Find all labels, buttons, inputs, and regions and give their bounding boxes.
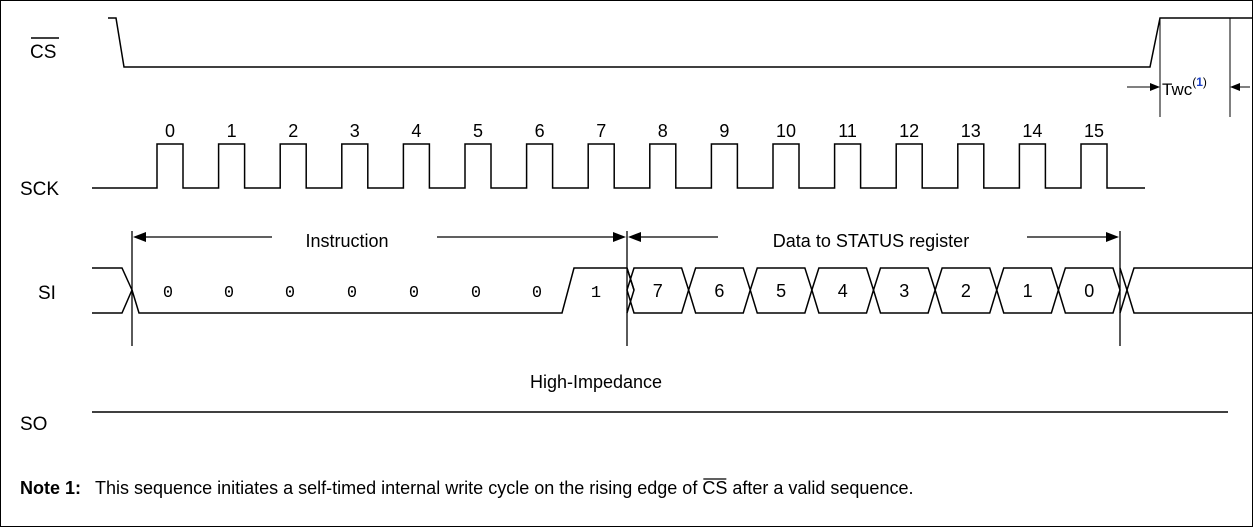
- instruction-arrowhead-right: [613, 232, 626, 242]
- instruction-bit: 0: [224, 284, 234, 303]
- instruction-bit: 0: [163, 284, 173, 303]
- note-text: Note 1:This sequence initiates a self-ti…: [20, 478, 913, 498]
- note-label: Note 1:: [20, 478, 81, 498]
- twc-label: Twc(1): [1162, 75, 1207, 99]
- instruction-bit: 0: [471, 284, 481, 303]
- data-bit: 2: [961, 281, 971, 301]
- clock-number: 7: [596, 121, 606, 141]
- clock-number: 3: [350, 121, 360, 141]
- twc-note-ref: 1: [1196, 75, 1203, 89]
- instruction-bit: 0: [347, 284, 357, 303]
- so-label: SO: [20, 414, 47, 435]
- sck-label: SCK: [20, 179, 59, 200]
- clock-number: 11: [838, 121, 857, 141]
- data-bit: 0: [1084, 281, 1094, 301]
- instruction-bit: 0: [532, 284, 542, 303]
- clock-number: 13: [961, 121, 981, 141]
- clock-number: 2: [288, 121, 298, 141]
- data-bits: 7 6 5 4 3 2 1 0: [653, 281, 1094, 301]
- note: Note 1:This sequence initiates a self-ti…: [20, 478, 913, 498]
- instruction-bit: 0: [285, 284, 295, 303]
- data-bit-cell: [1057, 267, 1121, 314]
- cs-signal: CS: [30, 17, 1253, 68]
- data-bit: 4: [838, 281, 848, 301]
- data-bit: 7: [653, 281, 663, 301]
- cs-waveform: [108, 17, 1253, 68]
- clock-number: 0: [165, 121, 175, 141]
- data-bit: 3: [899, 281, 909, 301]
- so-state-label: High-Impedance: [530, 372, 662, 392]
- clock-number: 15: [1084, 121, 1104, 141]
- si-label: SI: [38, 283, 56, 304]
- note-cs-signal: CS: [702, 478, 727, 498]
- instruction-label: Instruction: [305, 231, 388, 251]
- clock-number: 6: [535, 121, 545, 141]
- cs-label: CS: [30, 42, 56, 63]
- clock-number: 1: [227, 121, 237, 141]
- instruction-bit: 1: [591, 284, 601, 303]
- sck-waveform: [92, 143, 1145, 189]
- clock-number: 12: [899, 121, 919, 141]
- so-signal: High-Impedance SO: [20, 372, 1228, 435]
- twc-right-arrowhead: [1230, 83, 1240, 91]
- clock-number: 14: [1022, 121, 1042, 141]
- twc-timing-marker: Twc(1): [1127, 18, 1250, 117]
- twc-left-arrowhead: [1150, 83, 1160, 91]
- data-bit: 5: [776, 281, 786, 301]
- data-arrowhead-left: [628, 232, 641, 242]
- instruction-bit: 0: [409, 284, 419, 303]
- instruction-arrowhead-left: [133, 232, 146, 242]
- data-arrowhead-right: [1106, 232, 1119, 242]
- instruction-bits: 0 0 0 0 0 0 0 1: [163, 284, 601, 303]
- clock-number: 5: [473, 121, 483, 141]
- clock-number: 4: [411, 121, 421, 141]
- clock-number: 10: [776, 121, 796, 141]
- si-waveform: [92, 267, 1253, 314]
- data-bit: 1: [1023, 281, 1033, 301]
- clock-number: 8: [658, 121, 668, 141]
- clock-number: 9: [719, 121, 729, 141]
- si-signal: SI Instruction Data to STATUS register: [38, 231, 1253, 346]
- data-bit: 6: [714, 281, 724, 301]
- data-label: Data to STATUS register: [773, 231, 969, 251]
